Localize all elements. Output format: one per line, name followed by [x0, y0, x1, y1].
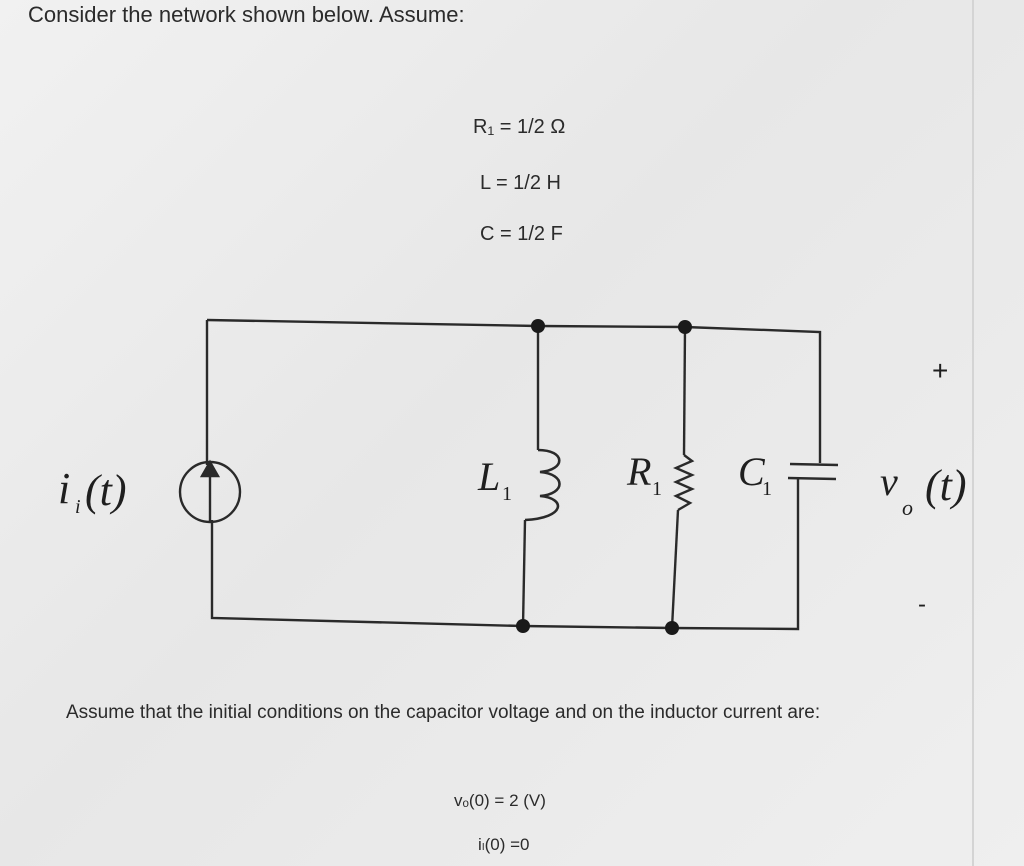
resistor-branch-top	[682, 326, 687, 456]
node-top-resistor	[678, 320, 692, 334]
inductor-branch-bottom	[521, 519, 527, 627]
top-wire	[206, 318, 822, 450]
node-bottom-inductor	[516, 619, 530, 633]
output-label-sub: o	[902, 495, 913, 520]
inductor-label-sub: 1	[502, 483, 512, 505]
inductor-icon	[524, 448, 561, 522]
source-label: i	[58, 464, 70, 513]
inductor-label: L	[477, 454, 500, 499]
source-label-sub: i	[75, 496, 81, 518]
node-bottom-resistor	[665, 621, 679, 635]
initial-conditions-text: Assume that the initial conditions on th…	[66, 702, 821, 723]
resistor-label: R	[626, 449, 651, 494]
output-label-arg: (t)	[925, 461, 967, 510]
param-r1: R₁ = 1/2 Ω	[473, 116, 566, 138]
current-source-icon	[178, 459, 242, 524]
initial-il: iₗ(0) =0	[478, 835, 530, 854]
node-top-inductor	[531, 319, 545, 333]
source-label-arg: (t)	[85, 466, 127, 515]
minus-sign: -	[918, 591, 926, 618]
resistor-branch-bottom	[670, 509, 680, 629]
initial-vo: vₒ(0) = 2 (V)	[454, 791, 546, 810]
page-edge-divider	[972, 0, 974, 866]
param-c: C = 1/2 F	[480, 223, 563, 245]
param-l: L = 1/2 H	[480, 172, 561, 194]
resistor-label-sub: 1	[652, 478, 662, 500]
circuit-nodes	[516, 319, 692, 635]
capacitor-label-sub: 1	[762, 478, 772, 500]
circuit-wires	[205, 318, 822, 631]
bottom-wire	[210, 480, 800, 631]
resistor-icon	[673, 454, 695, 512]
plus-sign: +	[932, 355, 948, 386]
capacitor-label: C	[738, 449, 766, 494]
capacitor-icon	[787, 450, 839, 481]
question-heading: Consider the network shown below. Assume…	[28, 2, 465, 27]
output-label: v	[880, 459, 898, 504]
